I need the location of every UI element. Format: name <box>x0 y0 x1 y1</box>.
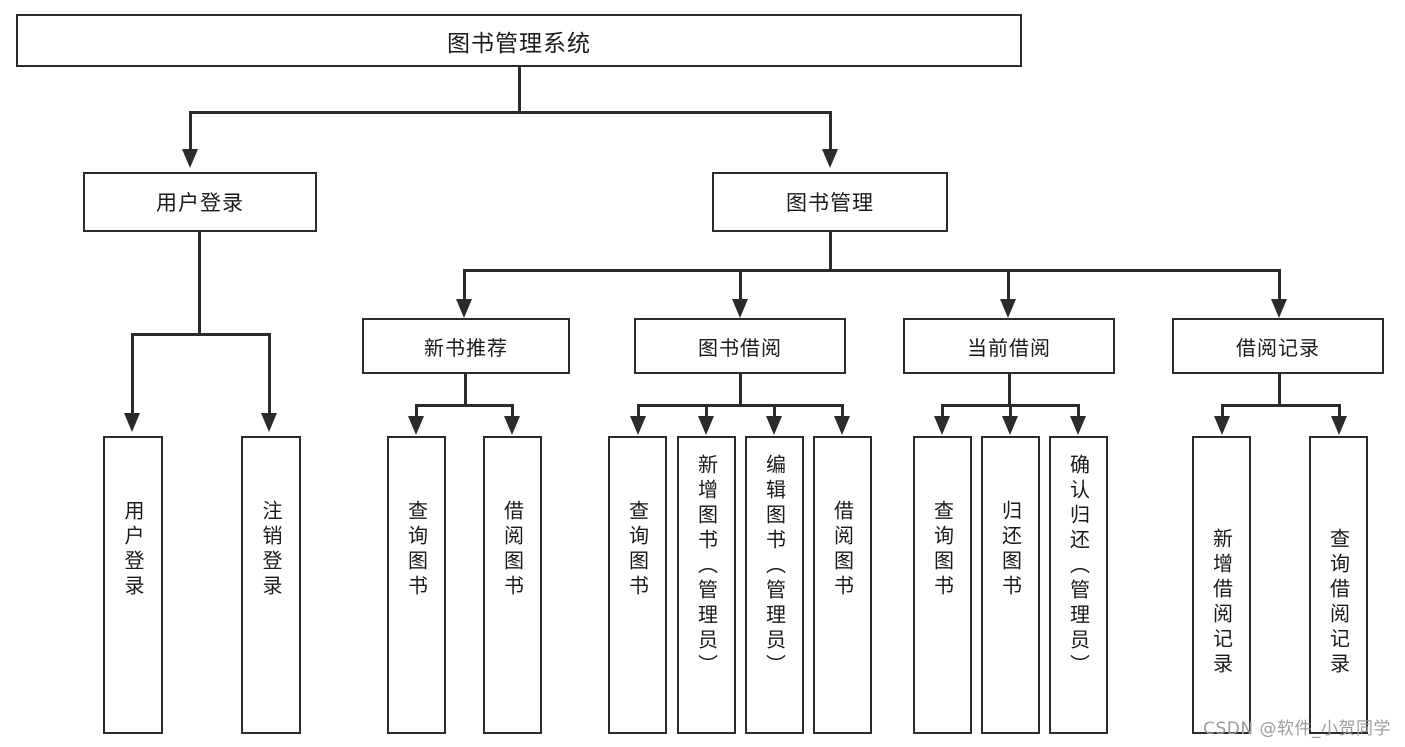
arrow-borrow-to-leaf3 <box>766 416 782 435</box>
connector-bm-to-recommend <box>463 269 466 301</box>
leaf-borrow-book-2[interactable]: 借阅图书 <box>813 436 872 734</box>
arrow-bm-to-borrow <box>732 299 748 318</box>
connector-record-to-leaf2 <box>1338 404 1341 420</box>
node-user-login[interactable]: 用户登录 <box>83 172 317 232</box>
arrow-current-to-leaf3 <box>1070 416 1086 435</box>
leaf-borrow-book-1[interactable]: 借阅图书 <box>483 436 542 734</box>
connector-root-to-user-login <box>189 111 192 151</box>
connector-book-management-stem <box>829 232 832 272</box>
arrow-current-to-leaf2 <box>1002 416 1018 435</box>
connector-user-login-stem <box>198 232 201 336</box>
connector-borrow-to-leaf3 <box>773 404 776 420</box>
arrow-recommend-to-leaf2 <box>504 416 520 435</box>
leaf-return-book[interactable]: 归还图书 <box>981 436 1040 734</box>
connector-record-to-leaf1 <box>1221 404 1224 420</box>
node-new-book-recommend[interactable]: 新书推荐 <box>362 318 570 374</box>
connector-borrow-to-leaf2 <box>705 404 708 420</box>
leaf-query-book-3[interactable]: 查询图书 <box>913 436 972 734</box>
arrow-bm-to-recommend <box>456 299 472 318</box>
node-label: 当前借阅 <box>967 335 1051 360</box>
csdn-watermark: CSDN @软件_小贺同学 <box>1203 719 1391 739</box>
connector-root-bar <box>189 111 832 114</box>
connector-borrow-to-leaf4 <box>841 404 844 420</box>
arrow-borrow-to-leaf4 <box>834 416 850 435</box>
leaf-add-book[interactable]: 新增图书（管理员） <box>677 436 736 734</box>
leaf-label: 查询图书 <box>404 500 429 600</box>
arrow-bm-to-record <box>1271 299 1287 318</box>
leaf-label: 用户登录 <box>121 500 145 600</box>
leaf-label: 借阅图书 <box>830 500 855 600</box>
leaf-label: 查询图书 <box>930 500 955 600</box>
arrow-record-to-leaf2 <box>1331 416 1347 435</box>
connector-current-stem <box>1008 374 1011 406</box>
arrow-current-to-leaf1 <box>934 416 950 435</box>
arrow-root-to-user-login <box>182 149 198 168</box>
arrow-bm-to-current <box>1000 299 1016 318</box>
connector-record-stem <box>1278 374 1281 406</box>
leaf-user-login[interactable]: 用户登录 <box>103 436 163 734</box>
connector-user-login-bar <box>131 333 268 336</box>
arrow-record-to-leaf1 <box>1214 416 1230 435</box>
leaf-label: 新增图书（管理员） <box>694 454 719 679</box>
leaf-query-book-1[interactable]: 查询图书 <box>387 436 446 734</box>
connector-current-to-leaf2 <box>1009 404 1012 420</box>
connector-user-login-to-leaf1 <box>131 333 134 415</box>
connector-bm-to-current <box>1007 269 1010 301</box>
node-label: 借阅记录 <box>1236 335 1320 360</box>
node-label: 图书借阅 <box>698 335 782 360</box>
connector-borrow-bar <box>637 404 843 407</box>
connector-recommend-stem <box>464 374 467 406</box>
connector-recommend-to-leaf1 <box>415 404 418 420</box>
connector-record-bar <box>1221 404 1340 407</box>
node-current-borrow[interactable]: 当前借阅 <box>903 318 1115 374</box>
connector-recommend-to-leaf2 <box>511 404 514 420</box>
connector-current-to-leaf1 <box>941 404 944 420</box>
leaf-label: 注销登录 <box>259 500 283 600</box>
leaf-edit-book[interactable]: 编辑图书（管理员） <box>745 436 804 734</box>
connector-root-to-book-management <box>829 111 832 151</box>
connector-current-to-leaf3 <box>1077 404 1080 420</box>
leaf-label: 确认归还（管理员） <box>1066 454 1091 679</box>
leaf-add-record[interactable]: 新增借阅记录 <box>1192 436 1251 734</box>
connector-borrow-stem <box>739 374 742 406</box>
connector-bm-to-record <box>1278 269 1281 301</box>
arrow-borrow-to-leaf2 <box>698 416 714 435</box>
node-label: 图书管理系统 <box>447 30 591 57</box>
connector-recommend-bar <box>415 404 513 407</box>
connector-borrow-to-leaf1 <box>637 404 640 420</box>
arrow-user-login-to-leaf1 <box>124 413 140 432</box>
leaf-confirm-return[interactable]: 确认归还（管理员） <box>1049 436 1108 734</box>
leaf-label: 查询图书 <box>625 500 650 600</box>
node-root-system[interactable]: 图书管理系统 <box>16 14 1022 67</box>
node-label: 新书推荐 <box>424 335 508 360</box>
node-label: 用户登录 <box>156 191 244 215</box>
arrow-user-login-to-leaf2 <box>261 413 277 432</box>
leaf-label: 编辑图书（管理员） <box>762 454 787 679</box>
leaf-label: 借阅图书 <box>500 500 525 600</box>
connector-book-management-bar <box>463 269 1278 272</box>
leaf-query-book-2[interactable]: 查询图书 <box>608 436 667 734</box>
node-book-management[interactable]: 图书管理 <box>712 172 948 232</box>
connector-bm-to-borrow <box>739 269 742 301</box>
connector-user-login-to-leaf2 <box>268 333 271 415</box>
arrow-borrow-to-leaf1 <box>630 416 646 435</box>
node-borrow-record[interactable]: 借阅记录 <box>1172 318 1384 374</box>
leaf-label: 新增借阅记录 <box>1209 528 1234 678</box>
leaf-logout-login[interactable]: 注销登录 <box>241 436 301 734</box>
arrow-recommend-to-leaf1 <box>408 416 424 435</box>
leaf-label: 查询借阅记录 <box>1326 528 1351 678</box>
arrow-root-to-book-management <box>822 149 838 168</box>
connector-root-stem <box>518 67 521 111</box>
node-book-borrow[interactable]: 图书借阅 <box>634 318 846 374</box>
leaf-query-record[interactable]: 查询借阅记录 <box>1309 436 1368 734</box>
leaf-label: 归还图书 <box>998 500 1023 600</box>
node-label: 图书管理 <box>786 191 874 215</box>
